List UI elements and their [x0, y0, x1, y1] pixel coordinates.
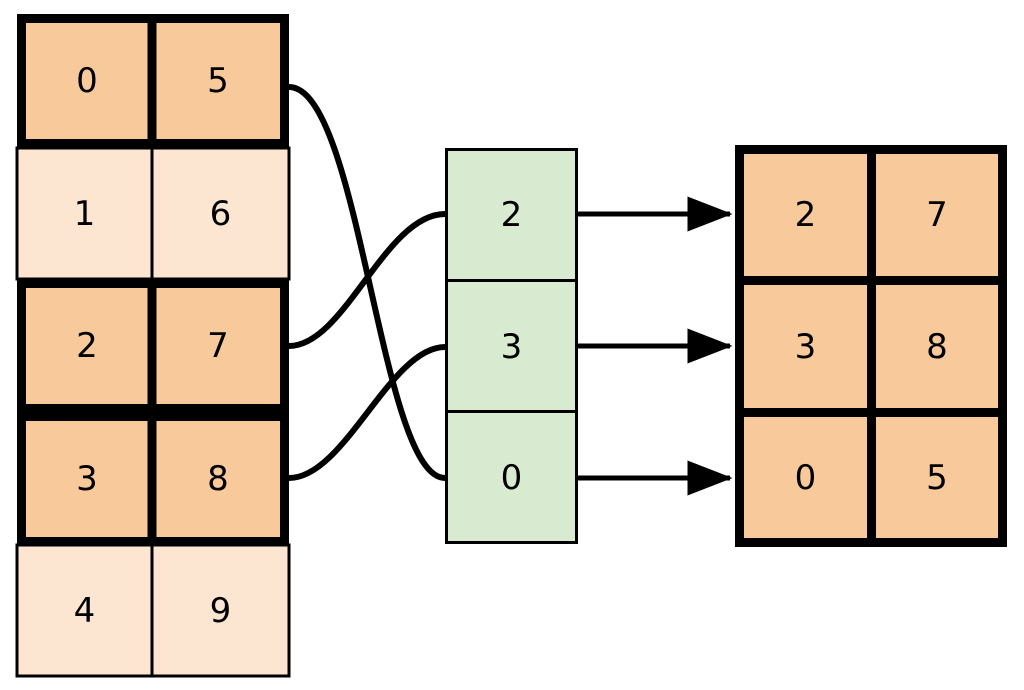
connector-curves [286, 84, 448, 481]
source-cell-3-0 [17, 412, 157, 546]
index-cell-0 [445, 148, 578, 282]
result-cell-0-0 [735, 145, 876, 285]
source-cell-3-1 [147, 412, 289, 546]
result-cell-1-0 [735, 276, 876, 417]
result-cell-1-1 [867, 276, 1007, 417]
source-cell-1-1 [150, 146, 291, 281]
result-cell-0-1 [867, 145, 1007, 285]
result-cell-2-0 [735, 408, 876, 547]
source-cell-4-1 [150, 543, 291, 678]
result-array [735, 145, 1007, 547]
source-cell-0-0 [17, 14, 157, 148]
result-arrows [578, 196, 733, 496]
connector-row0-to-index2 [286, 84, 448, 481]
source-cell-0-1 [147, 14, 289, 148]
index-cell-2 [445, 410, 578, 544]
connector-row3-to-index1 [286, 344, 448, 481]
connector-row2-to-index0 [286, 211, 448, 349]
source-array [15, 14, 291, 678]
result-cell-2-1 [867, 408, 1007, 547]
index-array [445, 148, 578, 544]
source-cell-4-0 [15, 543, 154, 678]
index-cell-1 [445, 279, 578, 413]
source-cell-1-0 [15, 146, 154, 281]
source-cell-2-0 [17, 279, 157, 413]
source-cell-2-1 [147, 279, 289, 413]
